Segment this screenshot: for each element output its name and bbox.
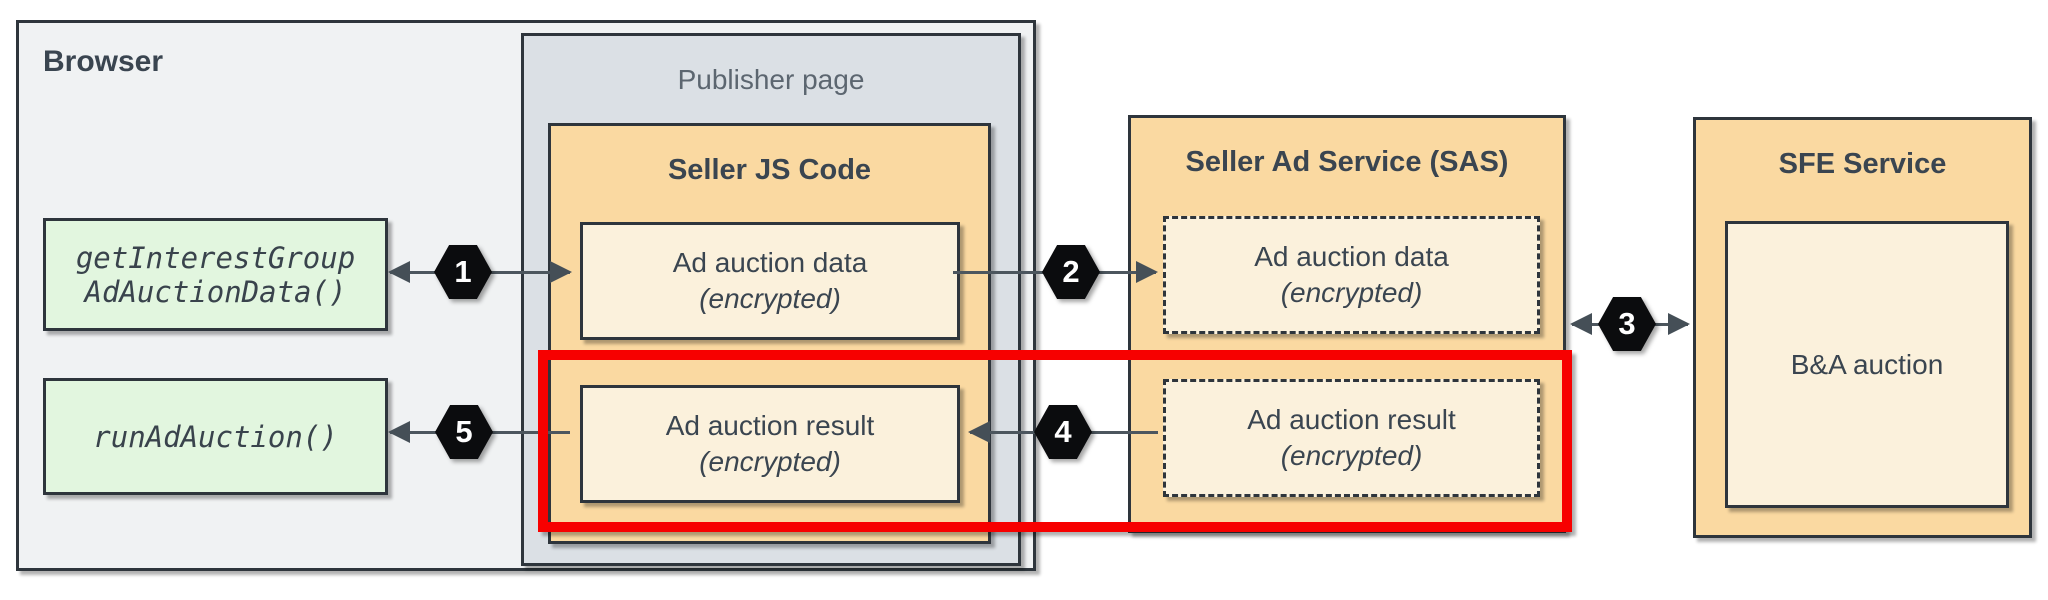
arrowhead-left-icon [388,421,410,443]
get-interest-group-ad-auction-data-box: getInterestGroup AdAuctionData() [43,218,388,331]
sas-ad-auction-result-box: Ad auction result (encrypted) [1163,379,1540,497]
hexagon-badge: 5 [435,405,493,459]
arrowhead-left-icon [968,421,990,443]
step-3-badge: 3 [1598,297,1656,351]
arrowhead-right-icon [550,261,572,283]
arrowhead-left-icon [1570,313,1592,335]
publisher-page-container: Publisher page Seller JS Code Ad auction… [521,33,1021,566]
box-line1: Ad auction data [1254,241,1449,272]
seller-js-ad-auction-result-box: Ad auction result (encrypted) [580,385,960,503]
box-line2: (encrypted) [1280,440,1423,471]
seller-js-ad-auction-data-box: Ad auction data (encrypted) [580,222,960,340]
ba-auction-box: B&A auction [1725,221,2009,508]
api-call-line2: AdAuctionData() [84,274,347,309]
step-1-badge: 1 [434,245,492,299]
box-line2: (encrypted) [699,283,841,314]
hexagon-badge: 2 [1042,245,1100,299]
seller-ad-service-title: Seller Ad Service (SAS) [1185,146,1509,178]
hexagon-badge: 3 [1598,297,1656,351]
box-line1: Ad auction result [1247,404,1456,435]
arrowhead-left-icon [388,261,410,283]
arrowhead-right-icon [1136,261,1158,283]
box-line1: Ad auction result [665,410,875,441]
api-call-label: runAdAuction() [93,419,338,454]
browser-container: Browser getInterestGroup AdAuctionData()… [16,20,1036,571]
arrowhead-right-icon [1668,313,1690,335]
box-line1: Ad auction data [672,247,868,278]
ad-auction-result-highlight [538,350,1572,532]
publisher-page-title: Publisher page [677,64,865,95]
box-line2: (encrypted) [1280,277,1423,308]
box-line2: (encrypted) [699,446,841,477]
api-call-line1: getInterestGroup [75,240,356,275]
step-2-badge: 2 [1042,245,1100,299]
box-line1: B&A auction [1790,348,1944,380]
step-5-badge: 5 [435,405,493,459]
seller-js-code-container: Seller JS Code Ad auction data (encrypte… [548,123,991,544]
browser-title: Browser [43,45,164,78]
hexagon-badge: 1 [434,245,492,299]
sfe-service-container: SFE Service B&A auction [1693,117,2032,538]
run-ad-auction-box: runAdAuction() [43,378,388,495]
step-4-badge: 4 [1034,405,1092,459]
sfe-service-title: SFE Service [1778,148,1947,180]
seller-ad-service-container: Seller Ad Service (SAS) Ad auction data … [1128,115,1566,533]
sas-ad-auction-data-box: Ad auction data (encrypted) [1163,216,1540,334]
seller-js-code-title: Seller JS Code [667,154,872,186]
